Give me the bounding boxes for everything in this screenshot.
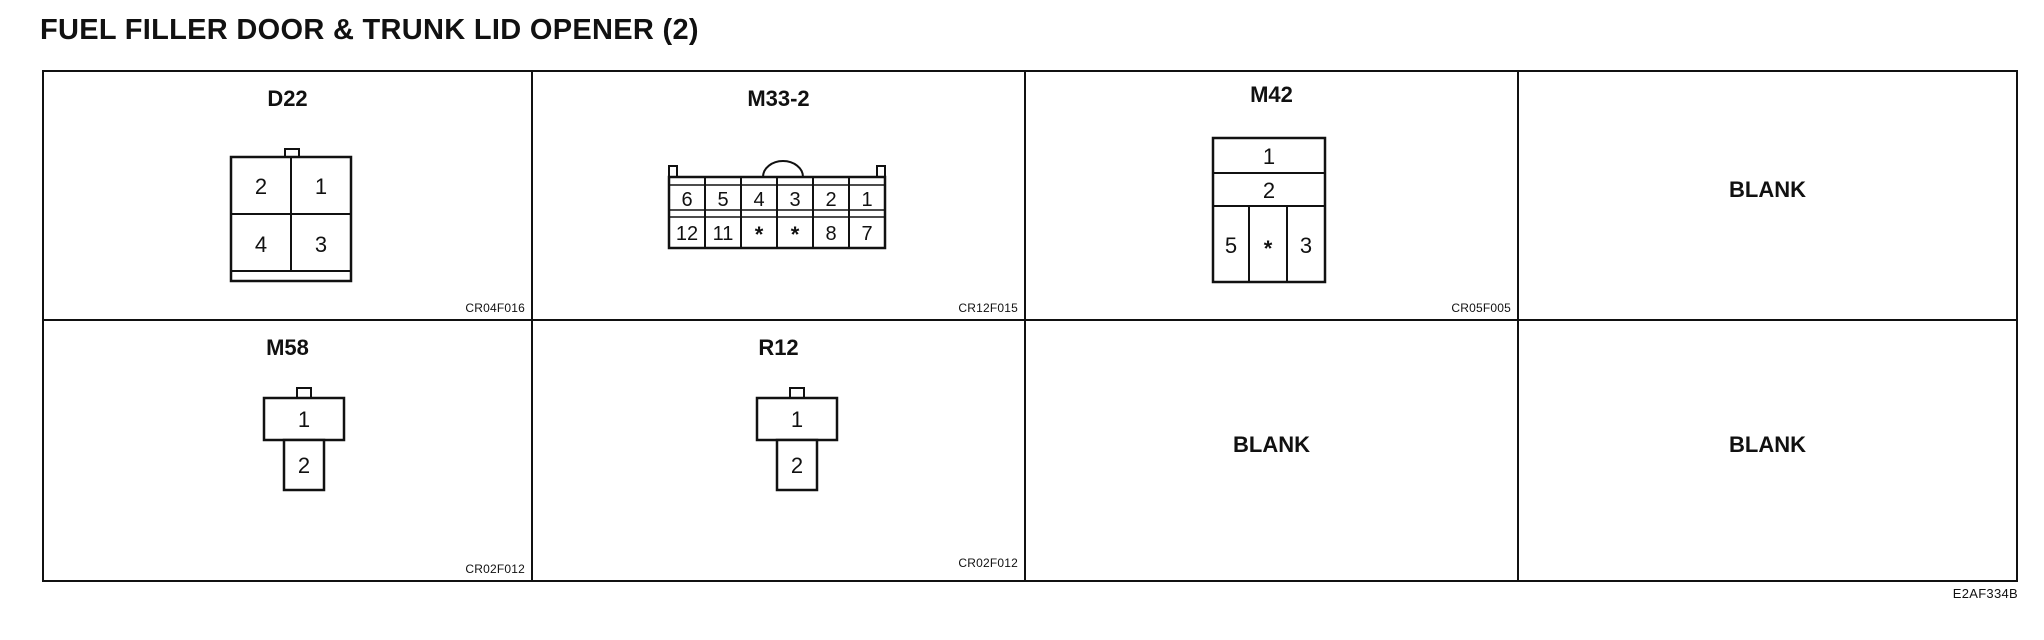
connector-cell-m33-2: M33-2 6 5 4 3 2 1 12 11 * * 8 7 xyxy=(533,72,1024,319)
diagram-title: FUEL FILLER DOOR & TRUNK LID OPENER (2) xyxy=(40,14,699,46)
blank-label: BLANK xyxy=(1729,431,1806,457)
pin-label: 8 xyxy=(825,223,836,245)
connector-r12-diagram: 1 2 xyxy=(755,387,839,492)
pin-label: 3 xyxy=(315,232,327,257)
pin-label: 3 xyxy=(789,189,800,211)
pin-label: * xyxy=(791,222,800,247)
pin-label: 4 xyxy=(255,232,267,257)
pin-label: 2 xyxy=(825,189,836,211)
pin-label: 5 xyxy=(717,189,728,211)
pin-label: 12 xyxy=(676,223,698,245)
blank-cell: BLANK xyxy=(1519,321,2016,580)
connector-m42-diagram: 1 2 5 * 3 xyxy=(1211,136,1327,284)
connector-name: M58 xyxy=(266,335,309,360)
pin-label: 2 xyxy=(1263,178,1275,203)
pin-label: 11 xyxy=(713,223,734,245)
blank-cell: BLANK xyxy=(1026,321,1517,580)
pin-label: 1 xyxy=(1263,144,1275,169)
blank-label: BLANK xyxy=(1729,176,1806,202)
connector-m58-diagram: 1 2 xyxy=(262,387,346,492)
connector-name: R12 xyxy=(758,335,799,360)
pin-label: 7 xyxy=(861,223,872,245)
connector-cell-m58: M58 1 2 CR02F012 xyxy=(44,321,531,580)
connector-m33-2-diagram: 6 5 4 3 2 1 12 11 * * 8 7 xyxy=(667,160,887,250)
connector-code: CR02F012 xyxy=(465,562,525,576)
pin-label: 1 xyxy=(791,407,803,432)
connector-grid: D22 2 1 4 3 CR04F016 M33-2 xyxy=(42,70,2018,582)
pin-label: * xyxy=(755,222,764,247)
pin-label: 4 xyxy=(753,189,764,211)
grid-divider xyxy=(531,72,533,580)
pin-label: 6 xyxy=(681,189,692,211)
connector-code: CR05F005 xyxy=(1451,301,1511,315)
connector-code: CR12F015 xyxy=(958,301,1018,315)
pin-label: 1 xyxy=(861,189,872,211)
pin-label: 1 xyxy=(298,407,310,432)
pin-label: 2 xyxy=(298,453,310,478)
pin-label: * xyxy=(1264,236,1273,261)
blank-cell: BLANK xyxy=(1519,72,2016,319)
pin-label: 2 xyxy=(255,174,267,199)
connector-cell-m42: M42 1 2 5 * 3 CR05F005 xyxy=(1026,72,1517,319)
connector-d22-diagram: 2 1 4 3 xyxy=(229,148,353,283)
pin-label: 3 xyxy=(1300,233,1312,258)
pin-label: 5 xyxy=(1225,233,1237,258)
connector-name: M33-2 xyxy=(747,86,810,111)
connector-code: CR02F012 xyxy=(958,556,1018,570)
pin-label: 1 xyxy=(315,174,327,199)
figure-code: E2AF334B xyxy=(1952,586,2018,601)
connector-cell-d22: D22 2 1 4 3 CR04F016 xyxy=(44,72,531,319)
connector-cell-r12: R12 1 2 CR02F012 xyxy=(533,321,1024,580)
connector-name: M42 xyxy=(1250,82,1293,107)
pin-label: 2 xyxy=(791,453,803,478)
grid-divider xyxy=(44,319,2016,321)
connector-code: CR04F016 xyxy=(465,301,525,315)
grid-divider xyxy=(1517,72,1519,580)
grid-divider xyxy=(1024,72,1026,580)
blank-label: BLANK xyxy=(1233,431,1310,457)
connector-name: D22 xyxy=(267,86,308,111)
